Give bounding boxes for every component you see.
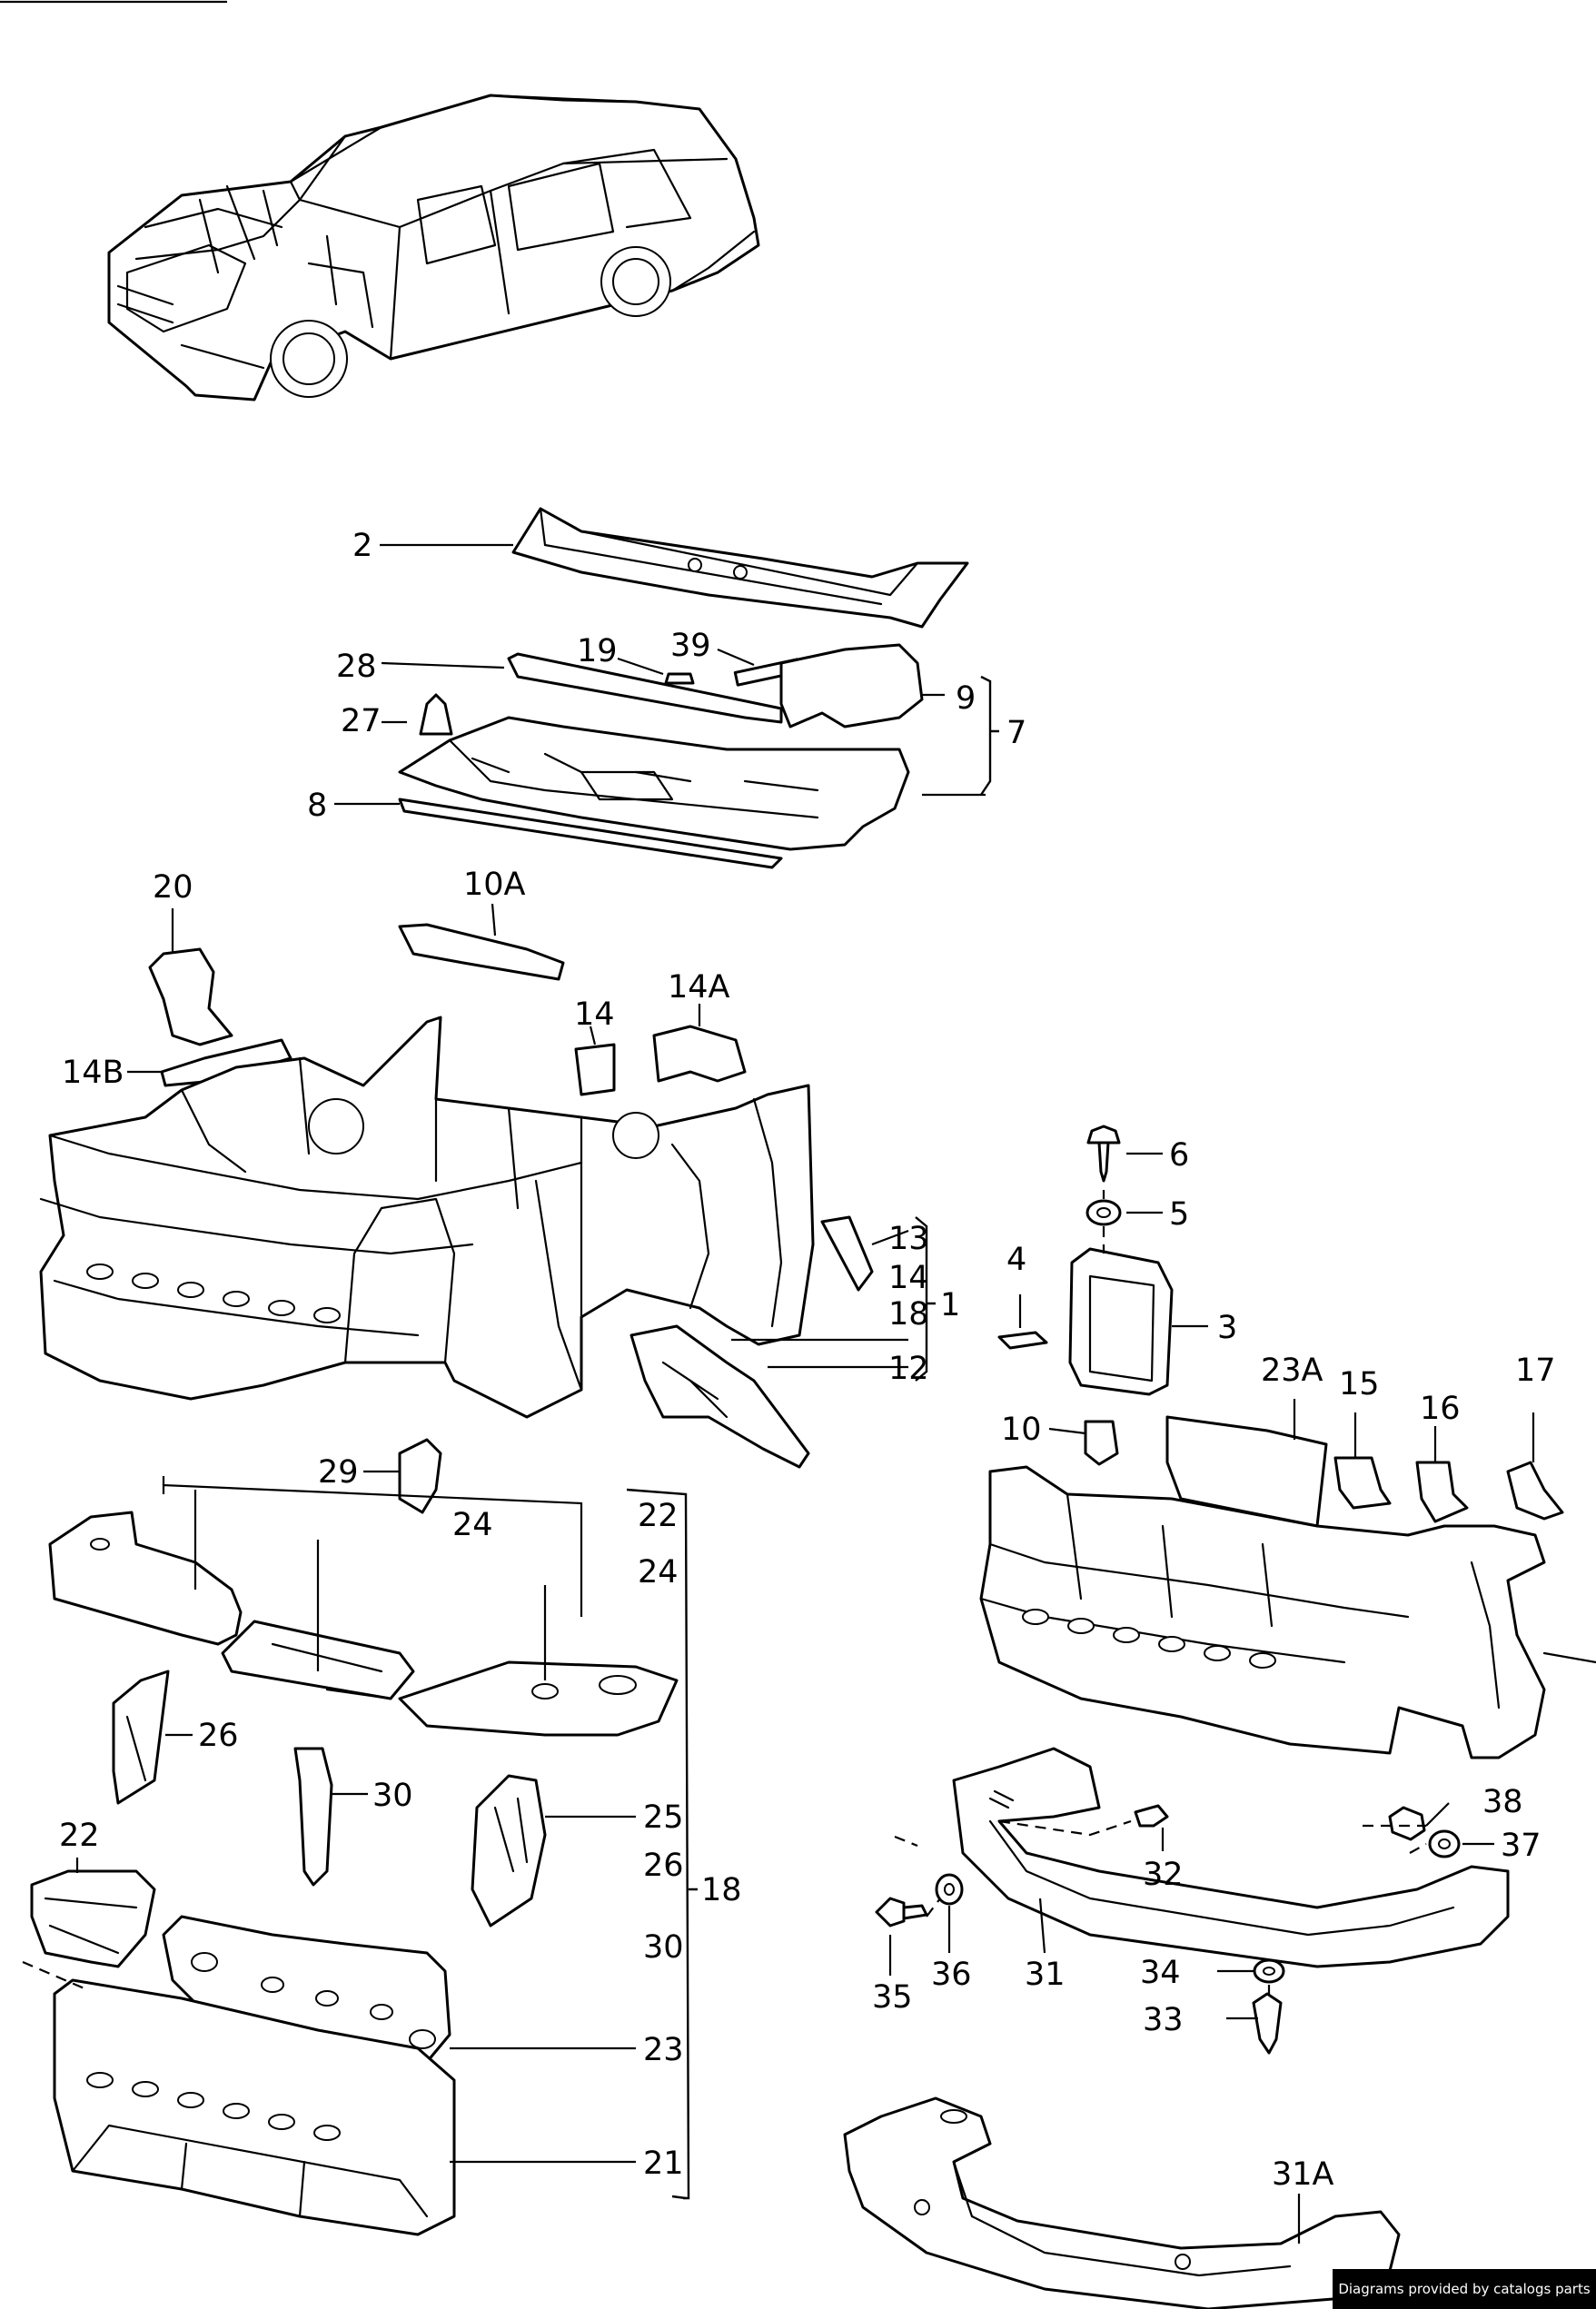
brace-18-lower — [671, 2195, 687, 2200]
part-33-screw — [1252, 1992, 1283, 2055]
brace-7 — [980, 675, 999, 796]
callout-14A: 14A — [668, 969, 730, 1006]
guide-line — [926, 1898, 941, 1918]
callout-7: 7 — [1006, 715, 1026, 751]
callout-38: 38 — [1482, 1784, 1523, 1820]
callout-22-group: 22 — [638, 1498, 679, 1534]
part-4-clip — [997, 1331, 1048, 1350]
part-15-bracket — [1333, 1456, 1392, 1510]
callout-17: 17 — [1515, 1353, 1556, 1389]
callout-32: 32 — [1143, 1857, 1184, 1893]
callout-36: 36 — [931, 1957, 972, 1993]
callout-29: 29 — [318, 1454, 359, 1491]
part-29-clip — [398, 1438, 442, 1514]
part-14-bracket — [574, 1043, 616, 1096]
part-31A-bumper-variant — [843, 2096, 1401, 2309]
part-9-side-piece — [779, 643, 924, 728]
callout-2: 2 — [352, 528, 372, 564]
part-28-strip — [507, 652, 783, 724]
part-32-clip — [1134, 1804, 1169, 1828]
guide-line — [1409, 1843, 1427, 1854]
part-10-nut — [1084, 1420, 1119, 1466]
callout-14: 14 — [574, 996, 615, 1033]
callout-21: 21 — [643, 2145, 684, 2182]
callout-10: 10 — [1001, 1412, 1042, 1448]
callout-6: 6 — [1169, 1137, 1189, 1174]
part-22-bracket — [30, 1869, 156, 1968]
part-35-screw — [875, 1897, 928, 1927]
part-30-support — [293, 1747, 333, 1887]
guide-line — [22, 1960, 87, 1991]
callout-26: 26 — [198, 1718, 239, 1754]
part-20-bracket — [148, 947, 233, 1046]
leader-lines — [75, 543, 1535, 2244]
callout-1: 1 — [940, 1287, 960, 1323]
callout-30-group: 30 — [643, 1929, 684, 1966]
part-14B-bracket — [160, 1038, 292, 1087]
callout-23: 23 — [643, 2032, 684, 2068]
callout-34: 34 — [1140, 1955, 1181, 1991]
callout-18-group: 18 — [701, 1872, 742, 1908]
callout-5: 5 — [1169, 1196, 1189, 1233]
callout-27: 27 — [341, 703, 382, 739]
callout-10A: 10A — [463, 867, 526, 903]
car-overview-illustration — [107, 94, 760, 401]
callout-14B: 14B — [62, 1055, 124, 1091]
part-6-screw — [1086, 1125, 1121, 1183]
callout-14-group: 14 — [888, 1260, 929, 1296]
part-8-seal-strip — [398, 798, 783, 869]
part-14A-bracket — [652, 1025, 747, 1083]
part-38-nut — [1388, 1806, 1426, 1841]
callout-22: 22 — [59, 1818, 100, 1854]
guide-line — [998, 1819, 1132, 1837]
callout-20: 20 — [153, 869, 193, 906]
credit-banner: Diagrams provided by catalogs parts — [1333, 2269, 1596, 2309]
part-7-plenum-assembly — [398, 716, 910, 851]
callout-25: 25 — [643, 1799, 684, 1836]
callout-39: 39 — [670, 628, 711, 664]
callout-19: 19 — [577, 633, 618, 669]
callout-3: 3 — [1217, 1310, 1237, 1346]
callout-18: 18 — [888, 1296, 929, 1333]
callout-26-group: 26 — [643, 1848, 684, 1884]
part-21-front-panel — [53, 1978, 456, 2236]
callout-16: 16 — [1420, 1391, 1461, 1427]
callout-9: 9 — [956, 680, 976, 717]
callout-15: 15 — [1339, 1366, 1380, 1402]
part-19-grommet — [664, 672, 695, 685]
part-12-wheelhouse-panel — [629, 1324, 810, 1469]
callout-33: 33 — [1143, 2002, 1184, 2038]
callout-35: 35 — [872, 1979, 913, 2016]
part-17-bracket — [1506, 1461, 1564, 1521]
callout-labels: 2 28 19 39 27 9 7 8 20 10A 14 14A 14B 6 … — [59, 528, 1556, 2193]
part-16-bracket — [1415, 1461, 1469, 1523]
callout-37: 37 — [1501, 1828, 1541, 1864]
callout-12: 12 — [888, 1351, 929, 1387]
callout-4: 4 — [1006, 1242, 1026, 1278]
guide-line — [894, 1835, 918, 1848]
callout-31: 31 — [1025, 1957, 1066, 1993]
callout-30: 30 — [372, 1778, 413, 1814]
callout-23A: 23A — [1261, 1353, 1323, 1389]
part-25-bracket — [471, 1774, 547, 1927]
part-27-bump-stop — [419, 693, 453, 736]
part-10A-bracket — [398, 923, 565, 981]
callout-24: 24 — [452, 1507, 493, 1543]
callout-24-group: 24 — [638, 1554, 679, 1591]
brace-18 — [626, 1488, 698, 2200]
callout-13: 13 — [888, 1221, 929, 1257]
part-31-bumper — [952, 1747, 1510, 1968]
part-26-bracket — [112, 1670, 170, 1805]
part-2-cowl-panel — [511, 507, 969, 629]
part-1-front-body — [39, 1016, 815, 1419]
callout-31A: 31A — [1272, 2156, 1334, 2193]
front-body-right-view — [979, 1465, 1596, 1759]
part-3-cover — [1068, 1247, 1174, 1396]
callout-8: 8 — [307, 788, 327, 824]
callout-28: 28 — [336, 649, 377, 685]
brace-1 — [915, 1216, 936, 1382]
part-13-bracket — [820, 1215, 874, 1292]
